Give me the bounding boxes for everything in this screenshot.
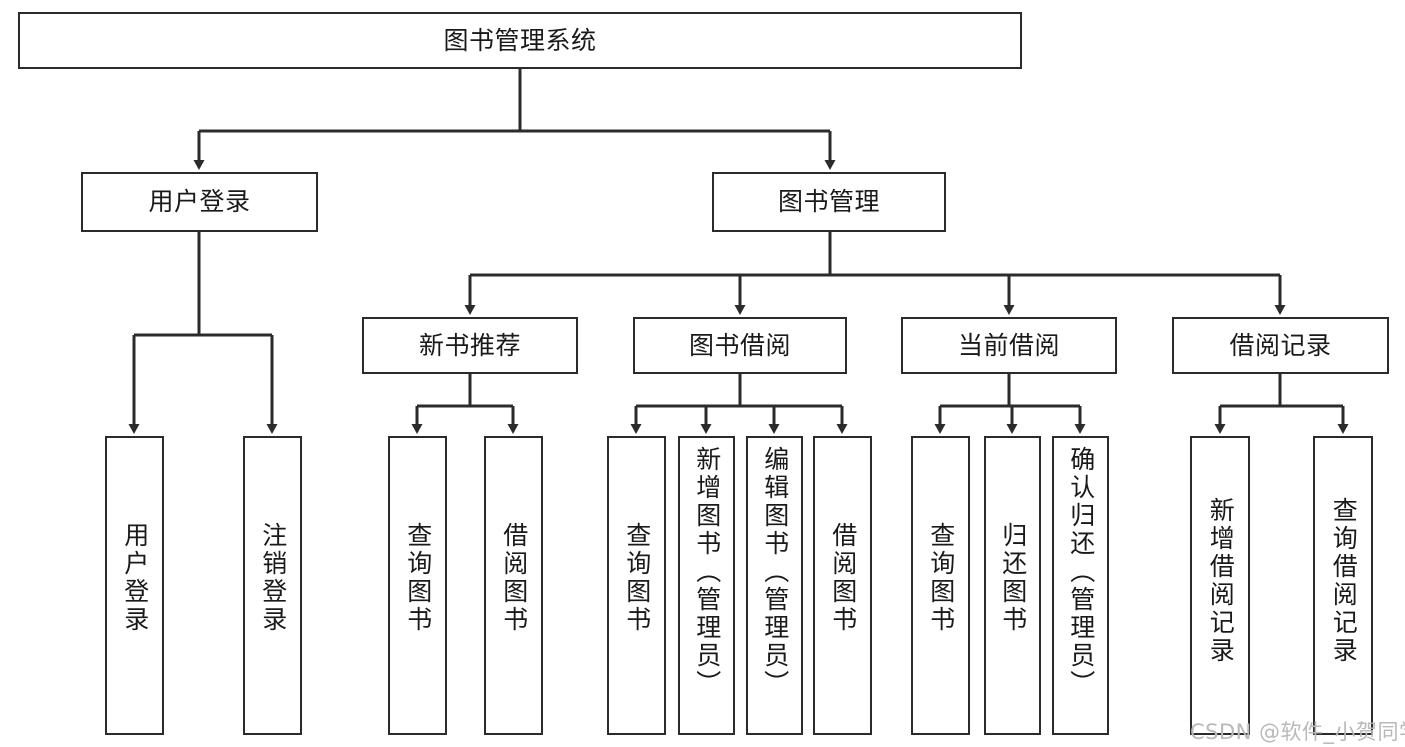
node-label: 借阅记录 xyxy=(1229,330,1332,360)
node-label: 新增图书（管理员） xyxy=(692,446,722,698)
node-level2-book-borrow[interactable]: 图书借阅 xyxy=(633,317,847,374)
node-label: 归还图书 xyxy=(998,522,1028,634)
node-leaf-edit-book-admin[interactable]: 编辑图书（管理员） xyxy=(746,436,803,735)
node-level1-user-login[interactable]: 用户登录 xyxy=(81,172,318,232)
watermark: CSDN @软件_小贺同学 xyxy=(1190,720,1405,744)
node-label: 用户登录 xyxy=(148,187,251,217)
node-label: 查询图书 xyxy=(926,522,956,634)
node-label: 查询图书 xyxy=(403,522,433,634)
node-leaf-query-book[interactable]: 查询图书 xyxy=(607,436,666,735)
node-label: 查询图书 xyxy=(622,522,652,634)
node-label: 注销登录 xyxy=(258,522,288,634)
node-label: 查询借阅记录 xyxy=(1329,497,1359,665)
node-level2-borrow-record[interactable]: 借阅记录 xyxy=(1172,317,1389,374)
node-leaf-add-borrow-record[interactable]: 新增借阅记录 xyxy=(1190,436,1250,735)
node-leaf-add-book-admin[interactable]: 新增图书（管理员） xyxy=(678,436,735,735)
node-label: 图书借阅 xyxy=(688,330,791,360)
node-label: 用户登录 xyxy=(120,522,150,634)
node-leaf-query-book-current[interactable]: 查询图书 xyxy=(911,436,970,735)
node-root-label: 图书管理系统 xyxy=(443,25,597,55)
node-leaf-return-book[interactable]: 归还图书 xyxy=(984,436,1041,735)
node-label: 借阅图书 xyxy=(499,522,529,634)
node-root[interactable]: 图书管理系统 xyxy=(18,12,1022,69)
node-level2-new-book-recommend[interactable]: 新书推荐 xyxy=(362,317,578,374)
node-label: 新增借阅记录 xyxy=(1206,497,1236,665)
node-label: 当前借阅 xyxy=(957,330,1060,360)
node-label: 图书管理 xyxy=(777,187,880,217)
node-level2-current-borrow[interactable]: 当前借阅 xyxy=(901,317,1117,374)
node-level1-book-management[interactable]: 图书管理 xyxy=(712,172,946,232)
node-leaf-logout[interactable]: 注销登录 xyxy=(243,436,302,735)
node-leaf-query-book-rec[interactable]: 查询图书 xyxy=(388,436,447,735)
node-leaf-query-borrow-record[interactable]: 查询借阅记录 xyxy=(1313,436,1373,735)
node-label: 借阅图书 xyxy=(828,522,858,634)
node-label: 新书推荐 xyxy=(418,330,521,360)
node-label: 编辑图书（管理员） xyxy=(760,446,790,698)
node-leaf-confirm-return-admin[interactable]: 确认归还（管理员） xyxy=(1052,436,1109,735)
node-leaf-borrow-book-rec[interactable]: 借阅图书 xyxy=(484,436,543,735)
node-label: 确认归还（管理员） xyxy=(1066,446,1096,698)
node-leaf-borrow-book[interactable]: 借阅图书 xyxy=(813,436,872,735)
node-leaf-user-login[interactable]: 用户登录 xyxy=(105,436,164,735)
